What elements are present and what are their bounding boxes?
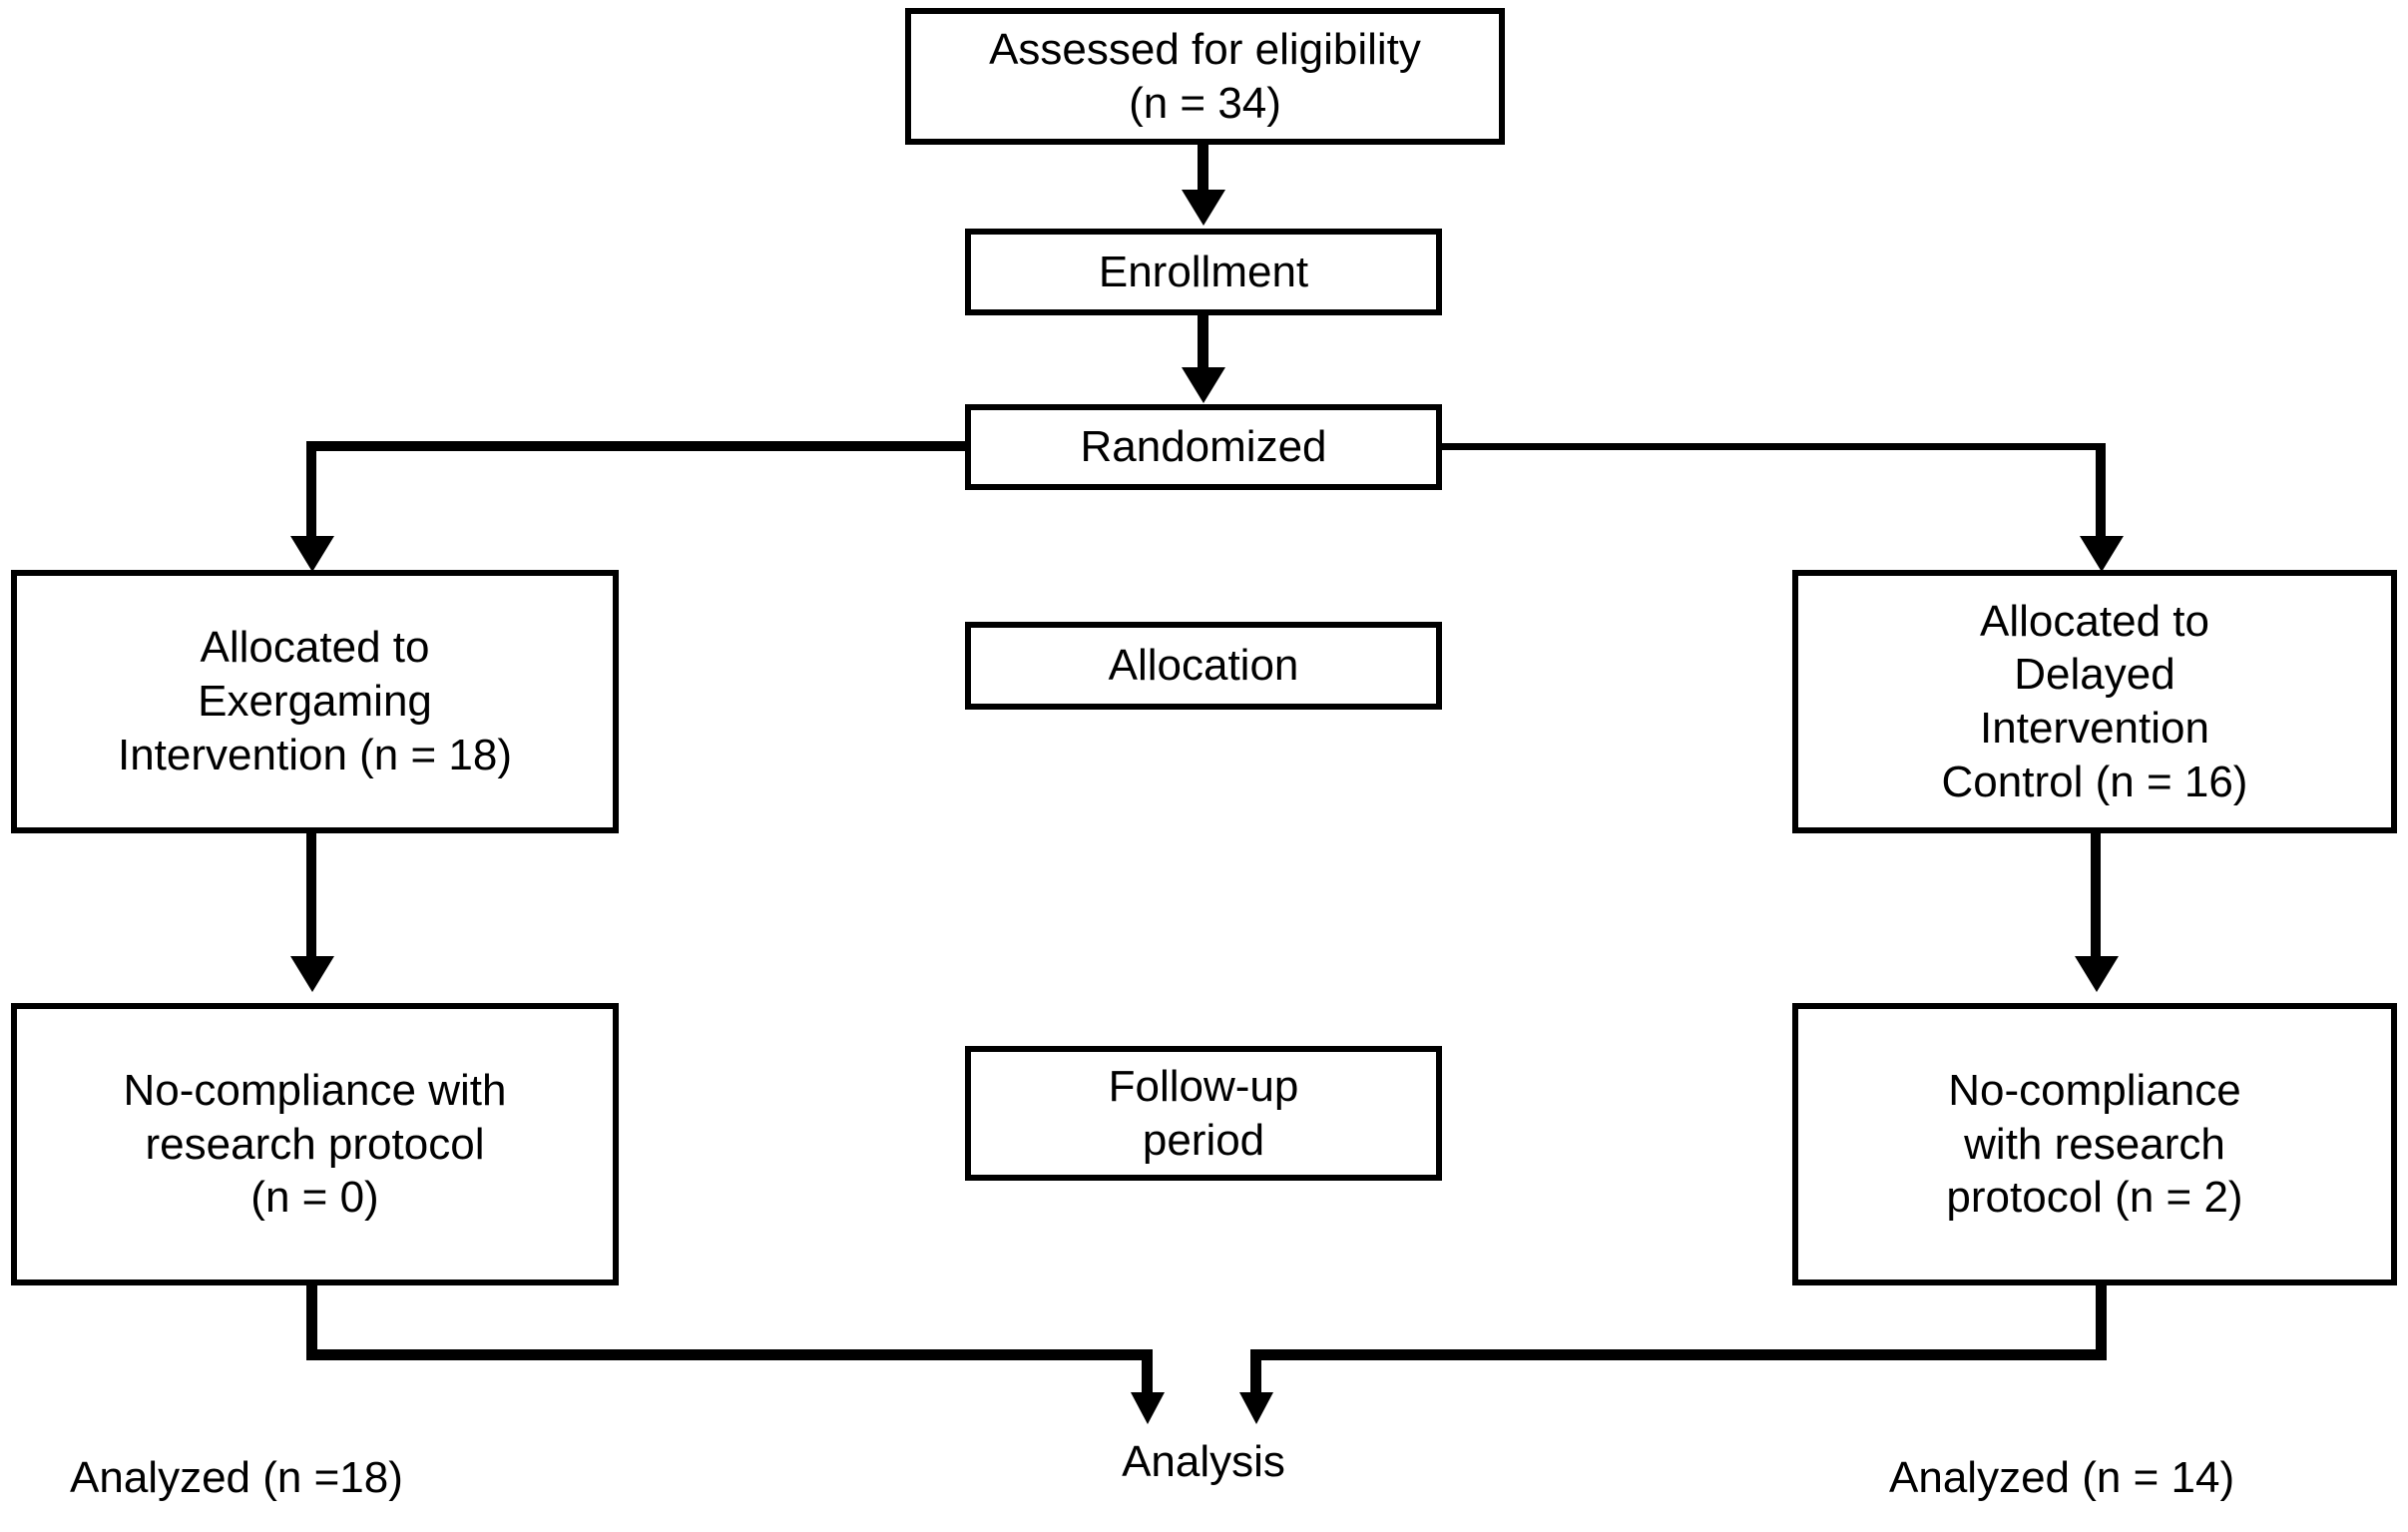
box-allocated-intervention-text: Allocated to Exergaming Intervention (n … (117, 623, 512, 779)
box-noncompliance-control-text: No-compliance with research protocol (n … (1946, 1065, 2243, 1223)
connector-left-allocation-to-followup-line (306, 833, 316, 961)
box-assessed-for-eligibility-text: Assessed for eligibility (n = 34) (989, 24, 1421, 128)
connector-randomized-right-horizontal (1440, 443, 2106, 450)
box-enrollment: Enrollment (965, 229, 1442, 315)
box-followup-stage-text: Follow-up period (1108, 1061, 1299, 1165)
connector-assessed-to-enrollment-line (1198, 145, 1208, 193)
box-randomized-text: Randomized (1080, 422, 1327, 472)
connector-right-analysis-drop (1250, 1349, 1261, 1395)
connector-enrollment-to-randomized-arrowhead (1182, 367, 1225, 403)
connector-randomized-left-arrowhead (290, 536, 334, 572)
label-analyzed-intervention: Analyzed (n =18) (70, 1453, 403, 1502)
connector-randomized-left-vertical (306, 441, 316, 559)
connector-right-analysis-arrowhead (1239, 1392, 1273, 1424)
box-allocated-intervention: Allocated to Exergaming Intervention (n … (11, 570, 619, 833)
connector-left-analysis-arrowhead (1131, 1392, 1165, 1424)
box-enrollment-text: Enrollment (1098, 247, 1309, 296)
connector-left-allocation-to-followup-arrowhead (290, 956, 334, 992)
box-noncompliance-intervention: No-compliance with research protocol (n … (11, 1003, 619, 1285)
box-allocated-control: Allocated to Delayed Intervention Contro… (1792, 570, 2397, 833)
connector-randomized-right-arrowhead (2080, 536, 2124, 572)
box-allocation-stage: Allocation (965, 622, 1442, 710)
connector-right-to-analysis-horizontal (1250, 1349, 2107, 1360)
connector-right-allocation-to-followup-line (2091, 833, 2101, 961)
connector-left-to-analysis-vertical (306, 1285, 317, 1352)
connector-randomized-left-horizontal (306, 441, 968, 451)
connector-left-to-analysis-horizontal (306, 1349, 1153, 1360)
box-noncompliance-control: No-compliance with research protocol (n … (1792, 1003, 2397, 1285)
connector-randomized-right-vertical (2096, 443, 2106, 559)
connector-assessed-to-enrollment-arrowhead (1182, 190, 1225, 226)
connector-right-to-analysis-vertical (2096, 1285, 2107, 1352)
box-noncompliance-intervention-text: No-compliance with research protocol (n … (123, 1065, 507, 1223)
box-assessed-for-eligibility: Assessed for eligibility (n = 34) (905, 8, 1505, 145)
connector-enrollment-to-randomized-line (1198, 315, 1208, 371)
box-randomized: Randomized (965, 404, 1442, 490)
label-analysis-stage: Analysis (1122, 1437, 1285, 1486)
connector-right-allocation-to-followup-arrowhead (2075, 956, 2119, 992)
connector-left-analysis-drop (1142, 1349, 1153, 1395)
box-allocation-stage-text: Allocation (1108, 641, 1299, 691)
label-analyzed-control: Analyzed (n = 14) (1889, 1453, 2235, 1502)
box-allocated-control-text: Allocated to Delayed Intervention Contro… (1941, 596, 2248, 806)
box-followup-stage: Follow-up period (965, 1046, 1442, 1181)
